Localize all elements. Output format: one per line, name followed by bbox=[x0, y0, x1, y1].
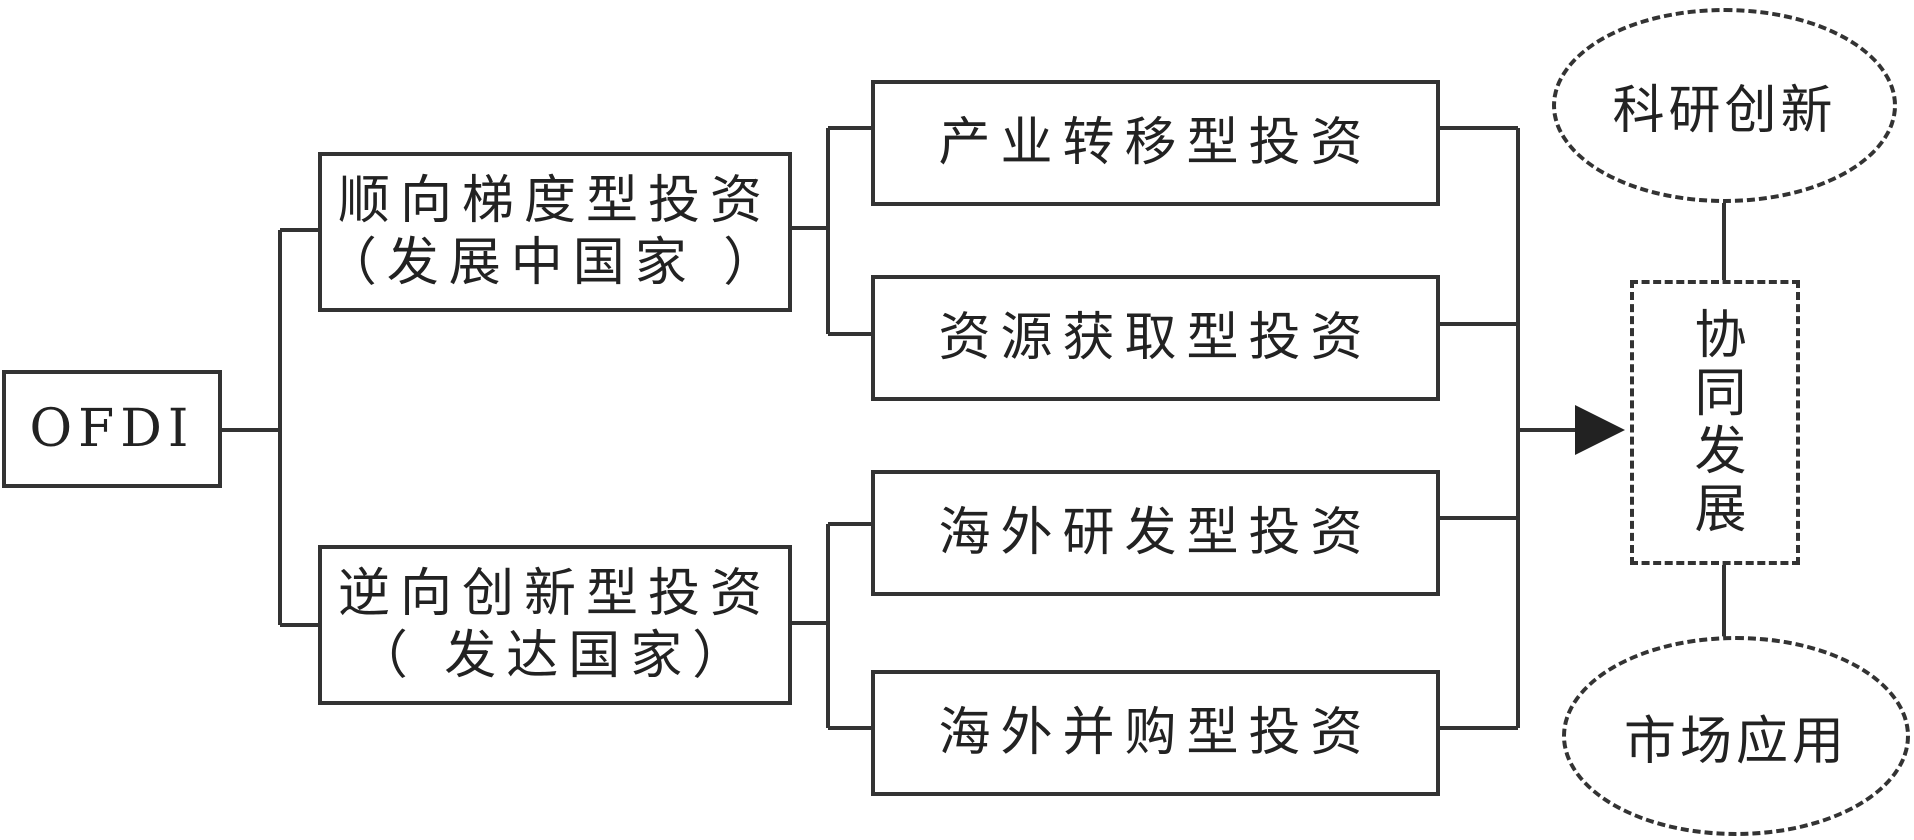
research-innovation-label: 科研创新 bbox=[1612, 81, 1837, 141]
overseas-ma-label: 海外并购型投资 bbox=[938, 703, 1373, 763]
resource-acquisition-node: 资源获取型投资 bbox=[871, 275, 1440, 401]
overseas-rd-node: 海外研发型投资 bbox=[871, 470, 1440, 596]
forward-gradient-line1: 顺向梯度型投资 bbox=[337, 171, 772, 231]
forward-gradient-line2: （发展中国家 ） bbox=[324, 233, 786, 293]
overseas-rd-label: 海外研发型投资 bbox=[938, 503, 1373, 563]
industry-transfer-label: 产业转移型投资 bbox=[938, 113, 1373, 173]
market-application-label: 市场应用 bbox=[1623, 711, 1848, 772]
resource-acquisition-label: 资源获取型投资 bbox=[938, 308, 1373, 368]
reverse-innovation-line2: （ 发达国家） bbox=[355, 626, 755, 686]
forward-gradient-node: 顺向梯度型投资 （发展中国家 ） bbox=[318, 152, 792, 312]
arrow-head-icon bbox=[1575, 405, 1625, 455]
reverse-innovation-node: 逆向创新型投资 （ 发达国家） bbox=[318, 545, 792, 705]
synergy-node: 协同发展 bbox=[1630, 280, 1800, 565]
reverse-innovation-line1: 逆向创新型投资 bbox=[337, 564, 772, 624]
synergy-label: 协同发展 bbox=[1685, 306, 1745, 539]
industry-transfer-node: 产业转移型投资 bbox=[871, 80, 1440, 206]
ofdi-node: OFDI bbox=[2, 370, 222, 488]
market-application-ellipse: 市场应用 bbox=[1562, 636, 1910, 836]
overseas-ma-node: 海外并购型投资 bbox=[871, 670, 1440, 796]
research-innovation-ellipse: 科研创新 bbox=[1552, 8, 1897, 203]
ofdi-label: OFDI bbox=[29, 399, 195, 459]
